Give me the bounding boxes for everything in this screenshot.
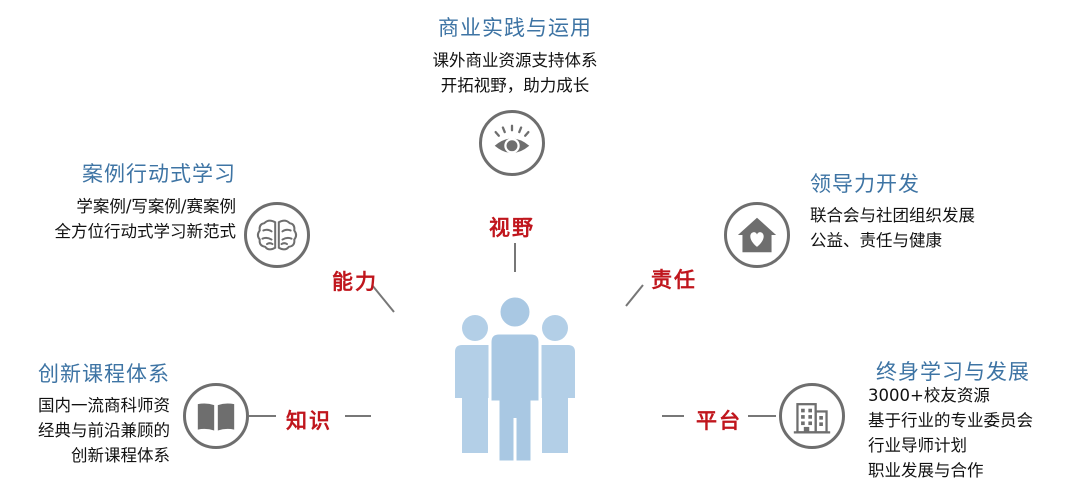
platform-keyword: 平台: [696, 409, 742, 433]
responsibility-line: 公益、责任与健康: [810, 231, 942, 250]
ability-description: 学案例/写案例/赛案例 全方位行动式学习新范式: [18, 194, 237, 244]
responsibility-description: 联合会与社团组织发展 公益、责任与健康: [810, 203, 975, 253]
building-icon: [793, 403, 831, 434]
ability-badge: [244, 202, 310, 268]
house-heart-icon: [737, 217, 777, 253]
platform-line: 行业导师计划: [868, 436, 967, 455]
book-icon: [197, 403, 235, 431]
brain-icon: [256, 219, 298, 251]
vision-description: 课外商业资源支持体系 开拓视野，助力成长: [414, 48, 616, 98]
responsibility-badge: [724, 202, 790, 268]
platform-description: 3000+校友资源 基于行业的专业委员会 行业导师计划 职业发展与合作: [868, 383, 1033, 483]
ability-keyword: 能力: [332, 270, 378, 294]
ability-title: 案例行动式学习: [82, 162, 236, 186]
eye-icon: [494, 124, 530, 154]
platform-badge: [779, 383, 845, 449]
connector-ability: [371, 284, 395, 313]
vision-line: 课外商业资源支持体系: [432, 51, 598, 70]
responsibility-title: 领导力开发: [810, 172, 920, 196]
people-group-icon: [455, 294, 575, 464]
platform-line: 3000+校友资源: [868, 386, 990, 405]
responsibility-line: 联合会与社团组织发展: [810, 206, 975, 225]
ability-line: 学案例/写案例/赛案例: [76, 197, 236, 216]
connector-responsibility: [625, 284, 644, 307]
platform-line: 职业发展与合作: [868, 461, 984, 480]
ability-line: 全方位行动式学习新范式: [54, 222, 237, 241]
responsibility-keyword: 责任: [651, 268, 697, 292]
vision-title: 商业实践与运用: [438, 16, 592, 40]
vision-badge: [479, 110, 545, 176]
knowledge-line: 创新课程体系: [71, 446, 170, 465]
knowledge-line: 国内一流商科师资: [38, 396, 170, 415]
vision-line: 开拓视野，助力成长: [440, 76, 590, 95]
knowledge-line: 经典与前沿兼顾的: [38, 421, 170, 440]
knowledge-keyword: 知识: [286, 409, 332, 433]
knowledge-title: 创新课程体系: [38, 362, 170, 386]
knowledge-description: 国内一流商科师资 经典与前沿兼顾的 创新课程体系: [10, 393, 170, 468]
platform-title: 终身学习与发展: [876, 360, 1030, 384]
knowledge-badge: [183, 383, 249, 449]
vision-keyword: 视野: [489, 216, 535, 240]
platform-line: 基于行业的专业委员会: [868, 411, 1033, 430]
